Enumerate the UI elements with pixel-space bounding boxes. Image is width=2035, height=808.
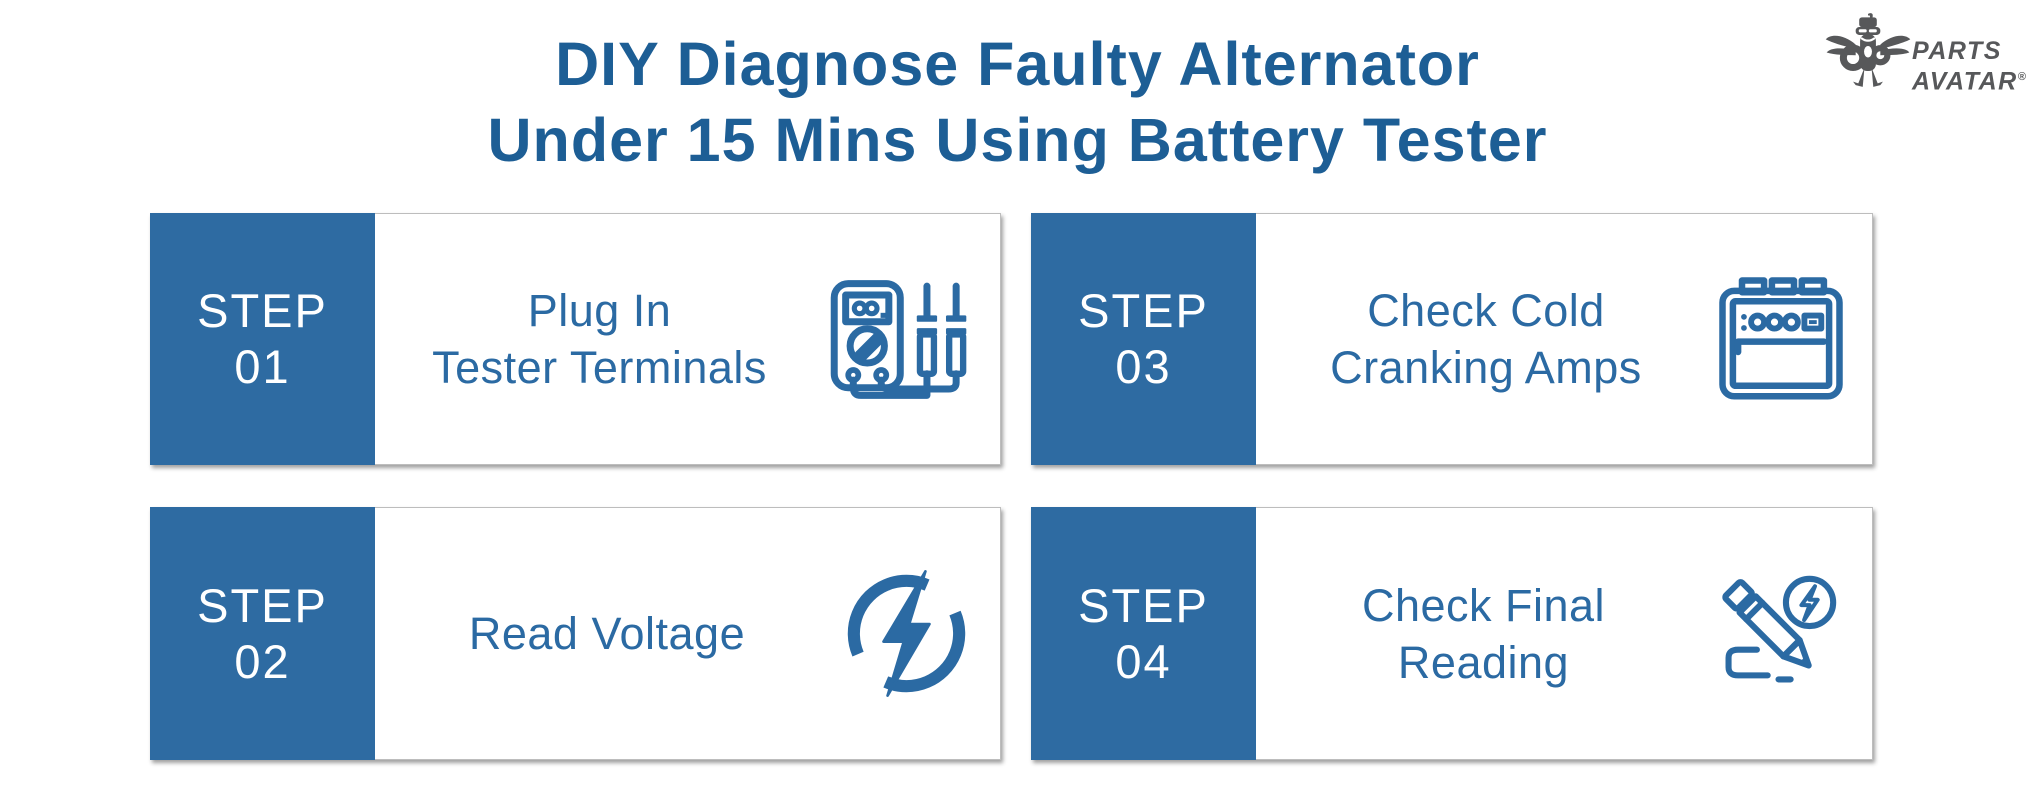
step-01-text-line2: Tester Terminals [432, 342, 767, 393]
step-card-01: STEP 01 Plug In Tester Terminals [150, 213, 1001, 465]
lightning-bolt-icon [839, 566, 974, 701]
step-03-badge: STEP 03 [1031, 213, 1256, 465]
step-04-text-line2: Reading [1397, 636, 1570, 688]
step-04-text-line1: Check Final [1361, 579, 1606, 631]
step-01-description: Plug In Tester Terminals [375, 282, 824, 396]
step-label: STEP [1078, 284, 1209, 337]
step-label: STEP [197, 284, 328, 337]
step-04-badge: STEP 04 [1031, 507, 1256, 760]
step-02-description: Read Voltage [375, 605, 839, 662]
step-02-badge: STEP 02 [150, 507, 375, 760]
step-number: 02 [234, 634, 291, 688]
battery-tester-icon [1716, 274, 1846, 404]
step-02-text-line1: Read Voltage [468, 608, 746, 659]
step-03-text-line2: Cranking Amps [1330, 342, 1642, 393]
step-card-02: STEP 02 Read Voltage [150, 507, 1001, 760]
page-title-line2: Under 15 Mins Using Battery Tester [487, 106, 1548, 174]
registered-mark: ® [2017, 71, 2026, 83]
parts-avatar-logo: PARTS AVATAR® [1824, 10, 2026, 101]
step-03-text-line1: Check Cold [1367, 285, 1605, 336]
parts-avatar-mascot-icon [1824, 10, 1912, 101]
pencil-reading-icon [1711, 566, 1846, 701]
step-number: 01 [234, 340, 291, 393]
step-number: 03 [1115, 340, 1172, 393]
parts-avatar-wordmark: PARTS AVATAR® [1912, 38, 2026, 94]
step-03-description: Check Cold Cranking Amps [1256, 282, 1716, 396]
step-01-badge: STEP 01 [150, 213, 375, 465]
logo-word-parts: PARTS [1912, 37, 2002, 65]
step-card-03: STEP 03 Check Cold Cranking Amps [1031, 213, 1873, 465]
step-number: 04 [1115, 634, 1172, 688]
step-label: STEP [1078, 578, 1209, 632]
page-title-line1: DIY Diagnose Faulty Alternator [555, 30, 1480, 98]
step-label: STEP [197, 578, 328, 632]
logo-word-avatar: AVATAR [1912, 67, 2018, 96]
step-card-04: STEP 04 Check Final Reading [1031, 507, 1873, 760]
step-04-description: Check Final Reading [1256, 577, 1711, 691]
step-01-text-line1: Plug In [527, 285, 672, 336]
page-title: DIY Diagnose Faulty Alternator Under 15 … [0, 26, 2035, 178]
multimeter-icon [824, 276, 974, 403]
